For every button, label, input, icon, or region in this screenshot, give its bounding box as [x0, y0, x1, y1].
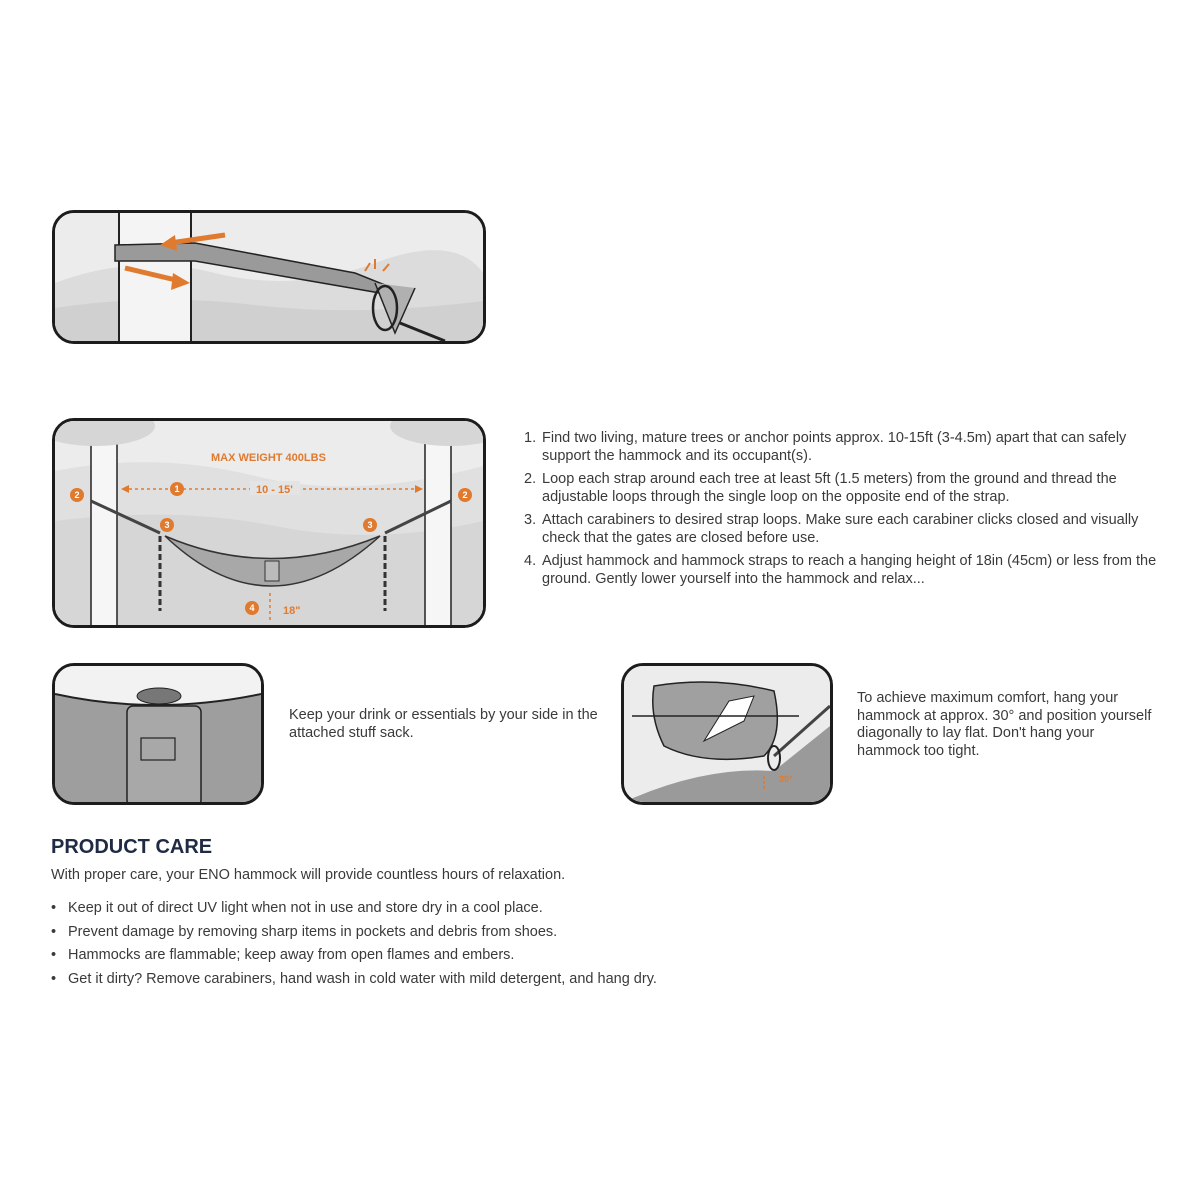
stuff-sack-text: Keep your drink or essentials by your si…: [289, 707, 598, 741]
marker-2-left: 2: [74, 490, 79, 500]
step-number: 3.: [524, 512, 537, 528]
care-list: • Keep it out of direct UV light when not…: [51, 900, 657, 994]
care-item: • Get it dirty? Remove carabiners, hand w…: [51, 971, 657, 995]
comfort-drawing: 30°: [624, 666, 830, 802]
step-text: Attach carabiners to desired strap loops…: [542, 512, 1139, 546]
comfort-angle-illustration: 30°: [621, 663, 833, 805]
step-item: 4. Adjust hammock and hammock straps to r…: [524, 553, 1164, 588]
care-item-text: Keep it out of direct UV light when not …: [68, 900, 543, 916]
step-number: 4.: [524, 553, 537, 569]
hang-drawing: 1 2 2 3 3 4 MAX WEIGHT 400LBS 10 - 15' 1…: [55, 421, 483, 625]
step-item: 2. Loop each strap around each tree at le…: [524, 471, 1164, 506]
stuff-sack-drawing: [55, 666, 261, 802]
marker-3-right: 3: [367, 520, 372, 530]
step-number: 2.: [524, 471, 537, 487]
bullet: •: [51, 947, 57, 963]
care-item: • Hammocks are flammable; keep away from …: [51, 947, 657, 971]
product-care-intro: With proper care, your ENO hammock will …: [51, 867, 566, 883]
care-item-text: Get it dirty? Remove carabiners, hand wa…: [68, 970, 657, 987]
product-care-heading: PRODUCT CARE: [51, 836, 213, 858]
step-text: Find two living, mature trees or anchor …: [542, 430, 1127, 464]
marker-2-right: 2: [462, 490, 467, 500]
comfort-text: To achieve maximum comfort, hang your ha…: [857, 690, 1152, 759]
care-item: • Prevent damage by removing sharp items …: [51, 924, 657, 948]
distance-label: 10 - 15': [256, 484, 293, 496]
marker-1: 1: [174, 484, 179, 494]
step-number: 1.: [524, 430, 537, 446]
step-text: Adjust hammock and hammock straps to rea…: [542, 553, 1157, 587]
marker-4: 4: [249, 603, 254, 613]
bullet: •: [51, 923, 57, 940]
care-item-text: Hammocks are flammable; keep away from o…: [68, 947, 515, 963]
angle-label: 30°: [779, 774, 793, 784]
setup-steps: 1. Find two living, mature trees or ancho…: [524, 430, 1164, 594]
step-item: 1. Find two living, mature trees or ancho…: [524, 430, 1164, 465]
step-text: Loop each strap around each tree at leas…: [542, 471, 1117, 505]
care-item-text: Prevent damage by removing sharp items i…: [68, 923, 558, 940]
care-item: • Keep it out of direct UV light when not…: [51, 900, 657, 924]
strap-tree-drawing: [55, 213, 483, 341]
step-item: 3. Attach carabiners to desired strap loo…: [524, 512, 1164, 547]
bullet: •: [51, 900, 57, 916]
strap-illustration: [52, 210, 486, 344]
stuff-sack-illustration: [52, 663, 264, 805]
marker-3-left: 3: [164, 520, 169, 530]
hang-diagram: 1 2 2 3 3 4 MAX WEIGHT 400LBS 10 - 15' 1…: [52, 418, 486, 628]
height-label: 18": [283, 605, 300, 617]
max-weight-label: MAX WEIGHT 400LBS: [211, 452, 326, 464]
bullet: •: [51, 970, 57, 987]
